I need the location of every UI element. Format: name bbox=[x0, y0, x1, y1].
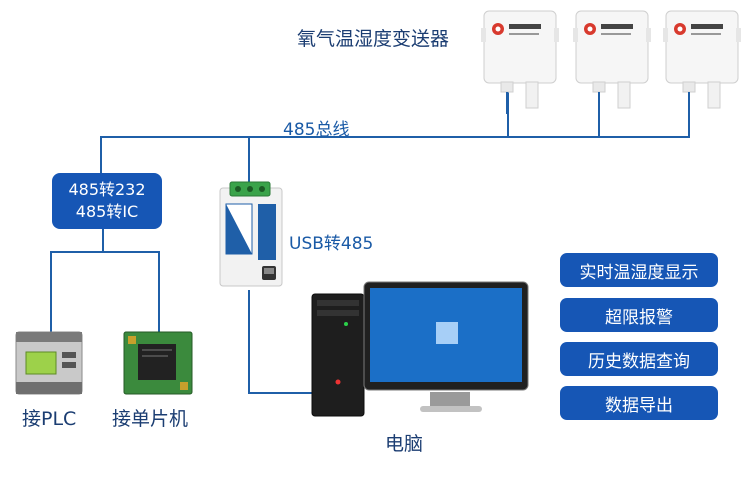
sensor-device-1 bbox=[481, 10, 559, 114]
converter-line-1: 485转232 bbox=[68, 180, 146, 199]
plc-label: 接PLC bbox=[22, 408, 77, 430]
feature-data-export: 数据导出 bbox=[560, 386, 718, 420]
mcu-device bbox=[123, 331, 193, 395]
usb-converter-device bbox=[219, 181, 283, 287]
feature-history-query: 历史数据查询 bbox=[560, 342, 718, 376]
sensor-device-2 bbox=[573, 10, 651, 114]
mcu-label: 接单片机 bbox=[112, 408, 189, 430]
usb-to-pc-line-h bbox=[248, 392, 318, 394]
bus-label: 485总线 bbox=[283, 120, 350, 140]
sensor-device-3 bbox=[663, 10, 741, 114]
pc-label: 电脑 bbox=[385, 433, 424, 455]
converter-drop-line bbox=[100, 136, 102, 174]
converter-down-line bbox=[102, 229, 104, 251]
sensor-title: 氧气温湿度变送器 bbox=[297, 28, 450, 50]
mcu-line bbox=[158, 251, 160, 333]
feature-overlimit-alarm: 超限报警 bbox=[560, 298, 718, 332]
usb-to-pc-line-v bbox=[248, 290, 250, 394]
usb-drop-line bbox=[248, 136, 250, 182]
usb-label: USB转485 bbox=[289, 234, 374, 254]
computer-device bbox=[311, 281, 529, 417]
converter-box: 485转232 485转IC bbox=[52, 173, 162, 229]
plc-device bbox=[15, 331, 83, 395]
feature-realtime-display: 实时温湿度显示 bbox=[560, 253, 718, 287]
converter-line-2: 485转IC bbox=[75, 202, 139, 221]
bus-main-line bbox=[100, 136, 690, 138]
converter-split-line bbox=[50, 251, 160, 253]
plc-line bbox=[50, 251, 52, 333]
